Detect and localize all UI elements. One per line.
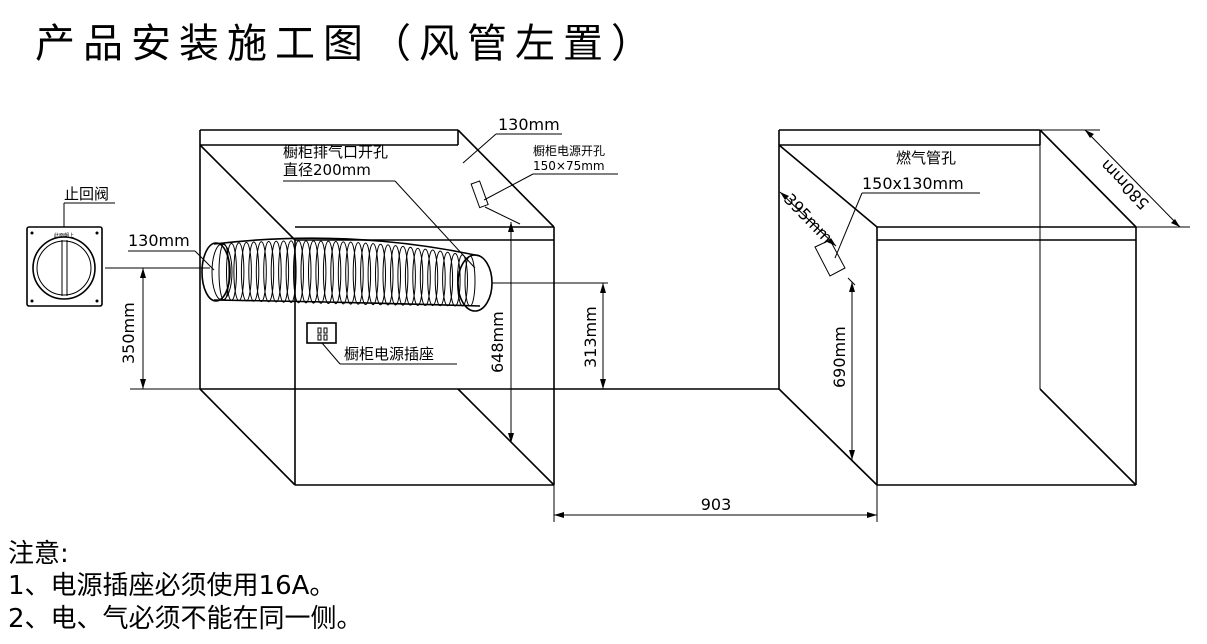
gas-hole-size: 150x130mm <box>862 174 964 193</box>
power-hole-size: 150×75mm <box>533 159 605 173</box>
duct-ring <box>308 240 319 304</box>
duct-ring <box>412 247 424 306</box>
duct-ring <box>233 242 245 302</box>
page-title: 产品安装施工图（风管左置） <box>35 21 659 67</box>
note-item-1: 1、电源插座必须使用16A。 <box>8 571 335 601</box>
duct-ring <box>434 250 446 307</box>
duct-ring <box>404 246 416 306</box>
check-valve: 此面朝上 <box>26 226 103 307</box>
exhaust-hole-size: 直径200mm <box>283 161 371 179</box>
duct-ring <box>330 241 342 305</box>
top-offset-dimension: 130mm <box>498 115 560 134</box>
cabinet-height-left-dimension: 648mm <box>488 311 507 373</box>
duct-ring <box>270 240 282 303</box>
duct-ring <box>315 240 327 304</box>
valve-face-label: 此面朝上 <box>54 232 74 239</box>
power-hole-label: 橱柜电源开孔 <box>533 144 605 158</box>
duct-offset-dimension: 130mm <box>128 231 190 250</box>
notes-heading: 注意: <box>8 539 69 569</box>
duct-ring <box>367 243 379 306</box>
duct-ring <box>240 242 252 302</box>
duct-ring <box>255 241 267 303</box>
duct-ring <box>337 241 349 305</box>
duct-ring <box>419 248 431 306</box>
power-socket <box>306 322 337 344</box>
duct-ring <box>352 242 364 305</box>
right-cabinet <box>778 129 1137 486</box>
duct-ring <box>293 240 304 304</box>
left-cabinet <box>199 129 555 486</box>
gas-hole <box>814 239 846 277</box>
duct-ring <box>427 249 439 307</box>
power-socket-label: 橱柜电源插座 <box>344 345 434 363</box>
cabinet-depth-dimension: 580mm <box>1096 156 1153 214</box>
duct-ring <box>382 244 394 306</box>
flexible-duct <box>201 237 493 312</box>
duct-ring <box>449 253 461 307</box>
note-item-2: 2、电、气必须不能在同一侧。 <box>8 604 363 634</box>
duct-ring <box>285 240 297 304</box>
duct-ring <box>345 241 357 305</box>
check-valve-label: 止回阀 <box>64 185 109 203</box>
duct-ring <box>464 255 476 307</box>
gap-width-dimension: 903 <box>701 495 732 514</box>
power-hole <box>470 180 489 209</box>
duct-ring <box>278 240 290 303</box>
duct-ring <box>375 243 386 306</box>
side-depth-dimension: 395mm <box>780 190 837 248</box>
duct-ring <box>226 243 237 301</box>
duct-ring <box>263 241 275 303</box>
duct-ring <box>360 242 372 305</box>
duct-ring <box>322 240 334 304</box>
duct-ring <box>442 251 454 307</box>
duct-ring <box>397 245 409 306</box>
duct-ring <box>248 241 260 302</box>
exhaust-hole-label: 橱柜排气口开孔 <box>283 143 388 161</box>
valve-height-dimension: 350mm <box>119 302 138 364</box>
cabinet-height-right-dimension: 690mm <box>830 326 849 388</box>
duct-ring <box>390 245 401 306</box>
duct-ring <box>300 240 312 304</box>
duct-height-dimension: 313mm <box>581 306 600 368</box>
gas-hole-label: 燃气管孔 <box>896 149 956 167</box>
